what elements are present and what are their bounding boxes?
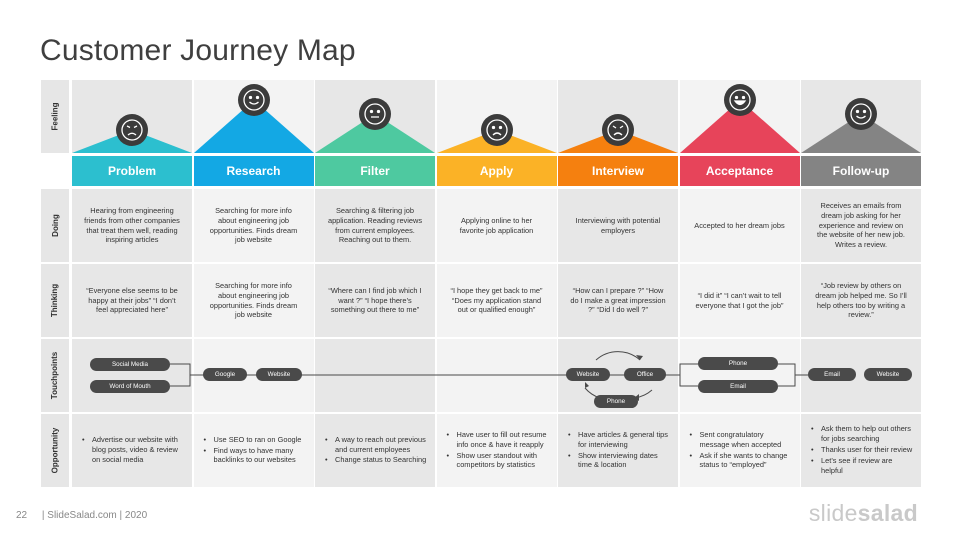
doing-text: Searching & filtering job application. R… xyxy=(327,205,423,245)
touchpoint-phone: Phone xyxy=(594,395,638,408)
touchpoint-phone: Phone xyxy=(698,357,778,370)
opportunity-cell: A way to reach out previous and current … xyxy=(315,414,435,487)
stage-header: Interview xyxy=(558,156,678,186)
opportunity-item: Find ways to have many backlinks to our … xyxy=(204,446,306,466)
feeling-triangle xyxy=(315,114,435,153)
opportunity-item: Change status to Searching xyxy=(325,455,427,465)
doing-cell: Searching for more info about engineerin… xyxy=(193,189,314,262)
opportunity-item: Show interviewing dates time & location xyxy=(568,451,670,471)
feeling-triangle xyxy=(679,100,800,153)
stage-header: Problem xyxy=(72,156,192,186)
page-title: Customer Journey Map xyxy=(40,34,356,67)
row-label-doing: Doing xyxy=(41,189,69,262)
opportunity-item: Ask if she wants to change status to “em… xyxy=(690,451,792,471)
touchpoint-website: Website xyxy=(566,368,610,381)
row-label-touchpoints: Touchpoints xyxy=(41,339,69,412)
thinking-text: “Job review by others on dream job helpe… xyxy=(815,280,907,320)
doing-cell: Hearing from engineering friends from ot… xyxy=(72,189,192,262)
page-number: 22 xyxy=(16,510,28,521)
doing-cell: Searching & filtering job application. R… xyxy=(315,189,435,262)
opportunity-item: Show user standout with competitors by s… xyxy=(447,451,549,471)
opportunity-cell: Have articles & general tips for intervi… xyxy=(558,414,678,487)
thinking-cell: “Everyone else seems to be happy at thei… xyxy=(72,264,192,337)
thinking-cell: “I hope they get back to me” “Does my ap… xyxy=(436,264,557,337)
opportunity-item: Have user to fill out resume info once &… xyxy=(447,430,549,450)
touchpoint-email: Email xyxy=(808,368,856,381)
thinking-text: Searching for more info about engineerin… xyxy=(209,280,298,320)
opportunity-item: Let’s see if review are helpful xyxy=(811,456,913,476)
touchpoint-website: Website xyxy=(864,368,912,381)
opportunity-list: Have user to fill out resume info once &… xyxy=(447,430,549,472)
doing-text: Accepted to her dream jobs xyxy=(694,220,785,230)
footer-source: | SlideSalad.com | 2020 xyxy=(41,510,148,521)
opportunity-item: Have articles & general tips for intervi… xyxy=(568,430,670,450)
smile-face-icon xyxy=(237,84,270,116)
opportunity-list: Sent congratulatory message when accepte… xyxy=(690,430,792,472)
footer: 22 | SlideSalad.com | 2020 xyxy=(16,510,147,521)
opportunity-item: Sent congratulatory message when accepte… xyxy=(690,430,792,450)
stage-header: Filter xyxy=(315,156,435,186)
feeling-triangle xyxy=(801,114,921,153)
opportunity-item: A way to reach out previous and current … xyxy=(325,435,427,455)
touchpoint-office: Office xyxy=(624,368,666,381)
row-label-opportunity: Opportunity xyxy=(41,414,69,487)
thinking-cell: “I did it” “I can’t wait to tell everyon… xyxy=(679,264,800,337)
very-sad-face-icon xyxy=(116,114,148,146)
stage-header: Research xyxy=(193,156,314,186)
thinking-cell: “Where can I find job which I want ?” “I… xyxy=(315,264,435,337)
opportunity-item: Advertise our website with blog posts, v… xyxy=(82,435,184,465)
slidesalad-logo: slidesalad xyxy=(808,500,918,526)
touchpoint-google: Google xyxy=(203,368,247,381)
doing-text: Hearing from engineering friends from ot… xyxy=(84,205,180,245)
doing-text: Searching for more info about engineerin… xyxy=(209,205,298,245)
smile-face-icon xyxy=(845,98,877,130)
opportunity-item: Use SEO to ran on Google xyxy=(204,435,306,445)
thinking-text: “Everyone else seems to be happy at thei… xyxy=(86,285,178,315)
opportunity-cell: Sent congratulatory message when accepte… xyxy=(679,414,800,487)
doing-cell: Interviewing with potential employers xyxy=(558,189,678,262)
touchpoint-cell xyxy=(72,339,192,412)
doing-cell: Receives an emails from dream job asking… xyxy=(801,189,921,262)
row-label-feeling: Feeling xyxy=(41,80,69,153)
stage-header: Acceptance xyxy=(679,156,800,186)
worried-face-icon xyxy=(602,114,634,146)
thinking-cell: “How can I prepare ?” “How do I make a g… xyxy=(558,264,678,337)
row-label-thinking: Thinking xyxy=(41,264,69,337)
doing-cell: Accepted to her dream jobs xyxy=(679,189,800,262)
stage-header: Apply xyxy=(436,156,557,186)
thinking-cell: “Job review by others on dream job helpe… xyxy=(801,264,921,337)
grin-face-icon xyxy=(723,84,756,116)
doing-text: Applying online to her favorite job appl… xyxy=(459,215,534,235)
thinking-text: “I did it” “I can’t wait to tell everyon… xyxy=(695,290,784,310)
opportunity-item: Ask them to help out others for jobs sea… xyxy=(811,424,913,444)
touchpoint-website: Website xyxy=(256,368,302,381)
opportunity-list: A way to reach out previous and current … xyxy=(325,435,427,467)
opportunity-list: Have articles & general tips for intervi… xyxy=(568,430,670,472)
opportunity-cell: Have user to fill out resume info once &… xyxy=(436,414,557,487)
neutral-face-icon xyxy=(359,98,391,130)
opportunity-item: Thanks user for their review xyxy=(811,445,913,455)
thinking-text: “How can I prepare ?” “How do I make a g… xyxy=(570,285,666,315)
doing-cell: Applying online to her favorite job appl… xyxy=(436,189,557,262)
stage-header: Follow-up xyxy=(801,156,921,186)
sad-face-icon xyxy=(480,114,513,146)
thinking-text: “Where can I find job which I want ?” “I… xyxy=(328,285,422,315)
doing-text: Receives an emails from dream job asking… xyxy=(817,200,905,250)
touchpoint-social-media: Social Media xyxy=(90,358,170,371)
thinking-text: “I hope they get back to me” “Does my ap… xyxy=(450,285,543,315)
opportunity-list: Advertise our website with blog posts, v… xyxy=(82,435,184,466)
touchpoint-cell xyxy=(679,339,800,412)
opportunity-list: Use SEO to ran on GoogleFind ways to hav… xyxy=(204,435,306,467)
feeling-triangle xyxy=(193,100,314,153)
opportunity-cell: Use SEO to ran on GoogleFind ways to hav… xyxy=(193,414,314,487)
touchpoint-word-of-mouth: Word of Mouth xyxy=(90,380,170,393)
opportunity-cell: Ask them to help out others for jobs sea… xyxy=(801,414,921,487)
touchpoint-email: Email xyxy=(698,380,778,393)
thinking-cell: Searching for more info about engineerin… xyxy=(193,264,314,337)
opportunity-list: Ask them to help out others for jobs sea… xyxy=(811,424,913,477)
opportunity-cell: Advertise our website with blog posts, v… xyxy=(72,414,192,487)
doing-text: Interviewing with potential employers xyxy=(575,215,661,235)
